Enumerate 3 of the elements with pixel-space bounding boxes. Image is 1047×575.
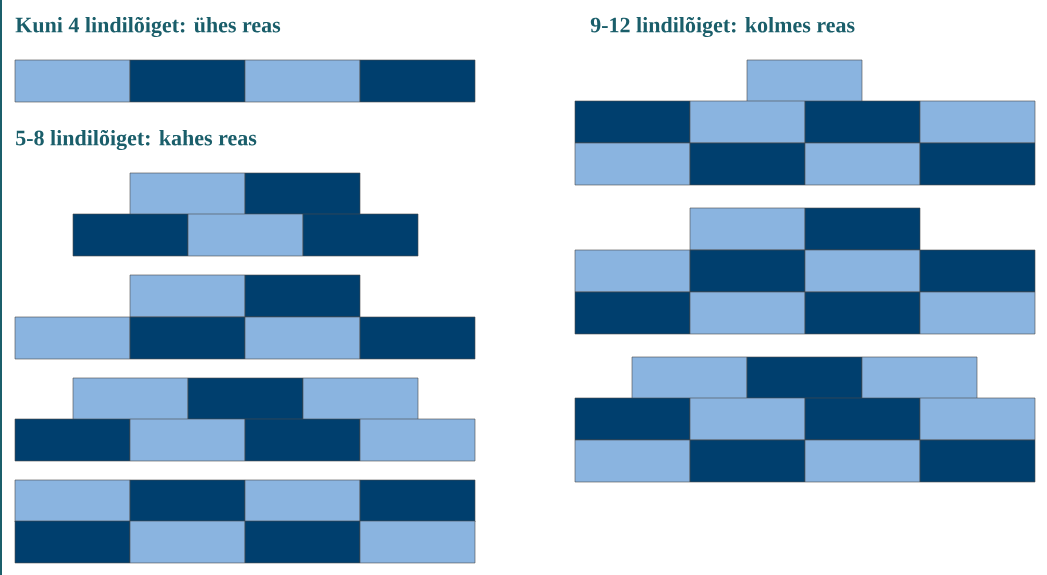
heading: 5-8 lindilõiget: kahes reas	[16, 129, 257, 151]
heading: Kuni 4 lindilõiget: ühes reas	[15, 16, 281, 38]
heading: 9-12 lindilõiget: kolmes reas	[590, 16, 855, 38]
